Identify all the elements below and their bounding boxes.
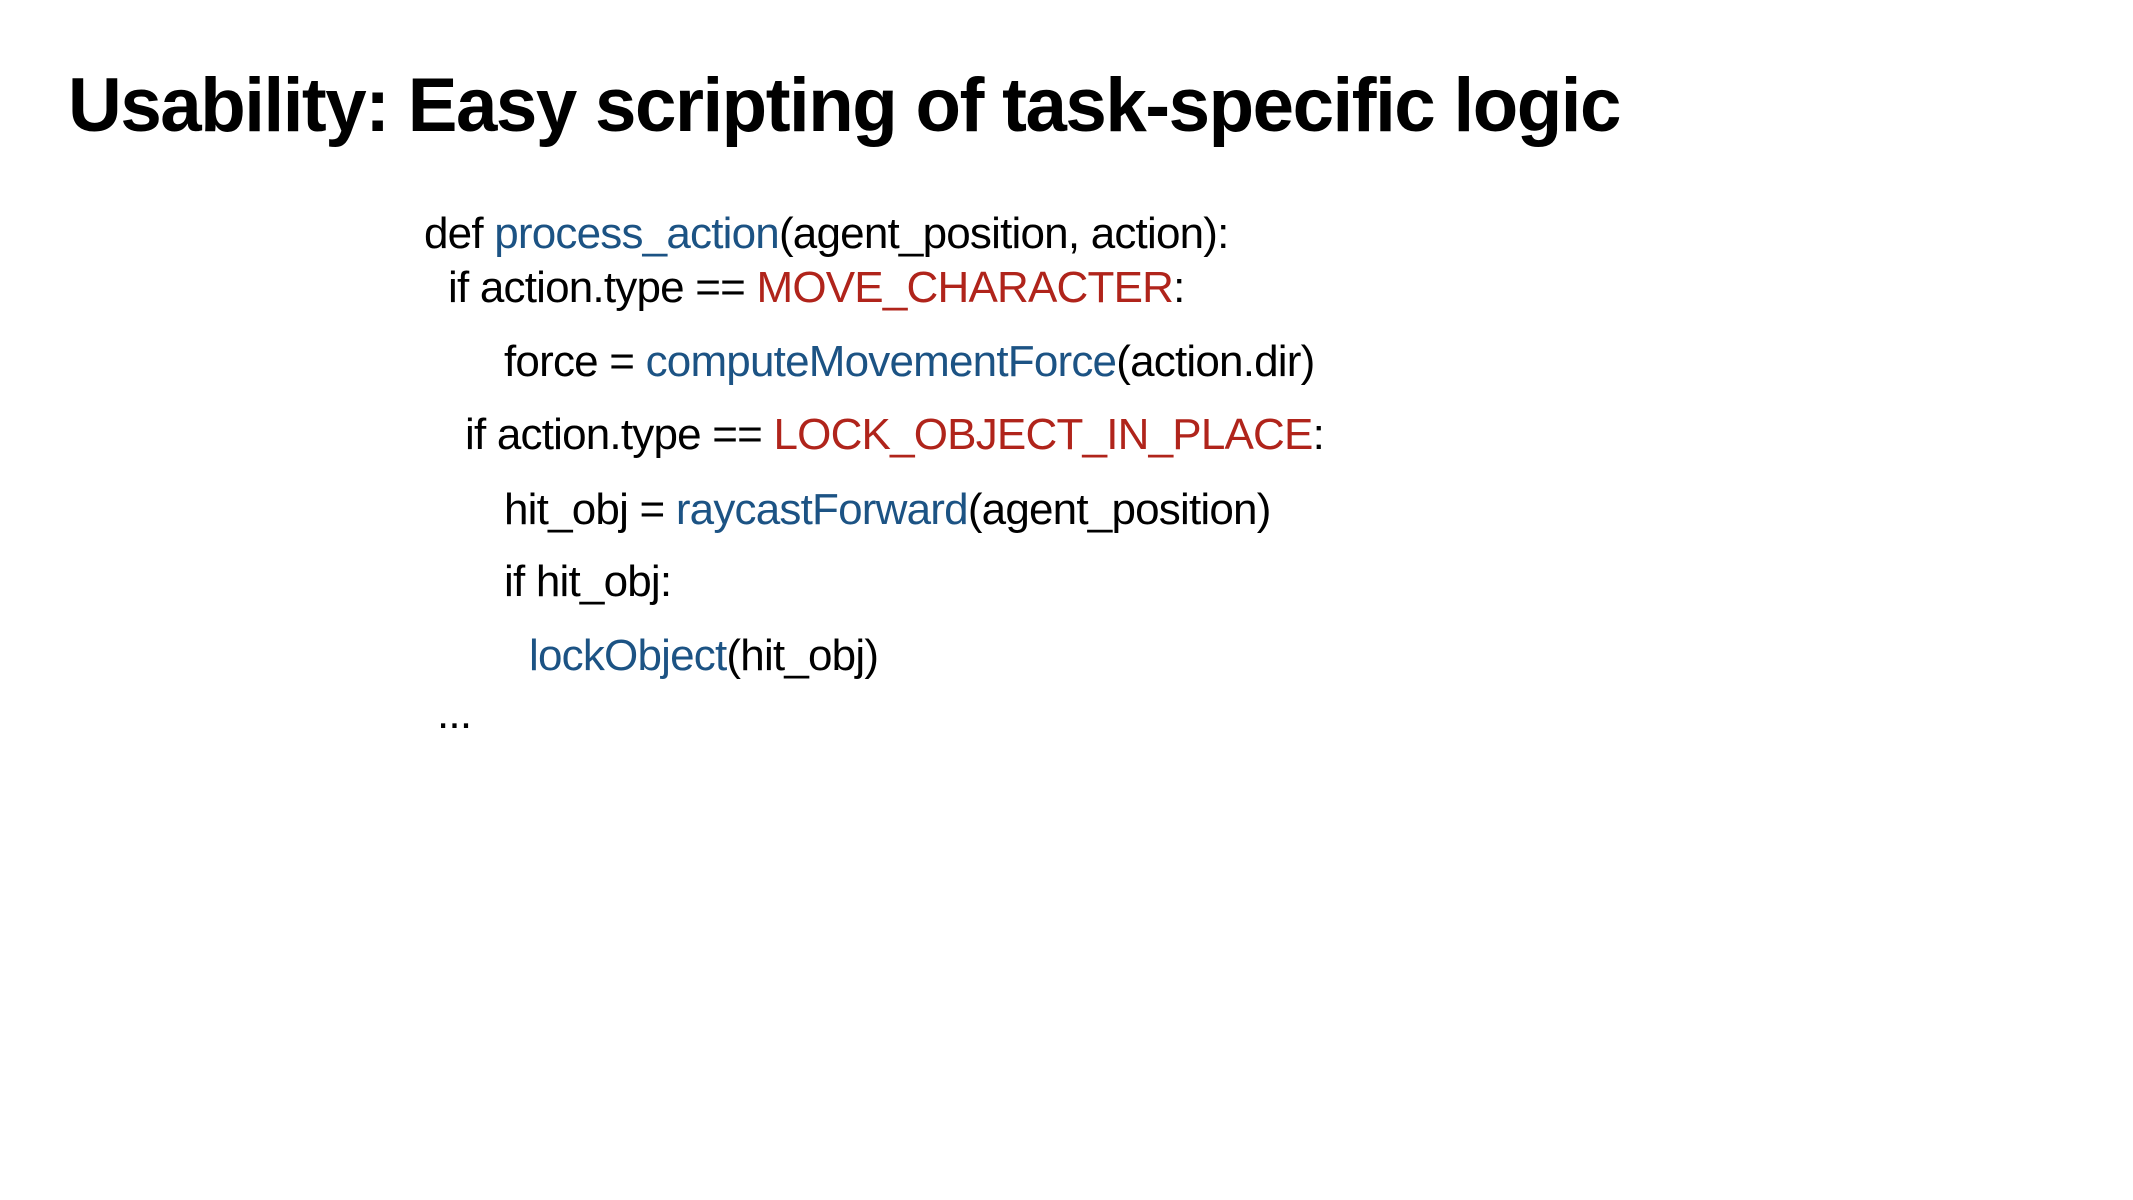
call-args: (agent_position) (967, 485, 1272, 534)
colon: : (1312, 410, 1325, 459)
code-line-lock-object: lockObject(hit_obj) (529, 631, 879, 680)
slide-title: Usability: Easy scripting of task-specif… (68, 63, 1621, 148)
assignment-text: hit_obj = (504, 485, 676, 534)
condition-text: if action.type == (448, 263, 757, 312)
call-args: (hit_obj) (726, 631, 879, 680)
code-line-hit-obj: hit_obj = raycastForward(agent_position) (504, 488, 1271, 532)
constant-move-character: MOVE_CHARACTER (756, 263, 1174, 312)
function-name: process_action (494, 209, 780, 258)
function-compute-movement-force: computeMovementForce (645, 337, 1117, 386)
function-raycast-forward: raycastForward (675, 485, 969, 534)
code-line-if-hit: if hit_obj: (504, 557, 672, 606)
code-line-def: def process_action(agent_position, actio… (424, 212, 1229, 256)
condition-text: if action.type == (465, 410, 774, 459)
code-line-force: force = computeMovementForce(action.dir) (504, 337, 1315, 386)
ellipsis: ... (437, 689, 472, 738)
code-line-ellipsis: ... (437, 689, 472, 738)
condition-text: if hit_obj: (504, 557, 672, 606)
colon: : (1173, 263, 1185, 312)
call-args: (action.dir) (1116, 337, 1315, 386)
function-params: (agent_position, action): (778, 209, 1229, 258)
code-line-if-move: if action.type == MOVE_CHARACTER: (448, 266, 1185, 310)
code-line-if-lock: if action.type == LOCK_OBJECT_IN_PLACE: (465, 410, 1325, 459)
keyword-def: def (424, 209, 495, 258)
constant-lock-object-in-place: LOCK_OBJECT_IN_PLACE (773, 410, 1313, 459)
assignment-text: force = (504, 337, 646, 386)
function-lock-object: lockObject (529, 631, 727, 680)
